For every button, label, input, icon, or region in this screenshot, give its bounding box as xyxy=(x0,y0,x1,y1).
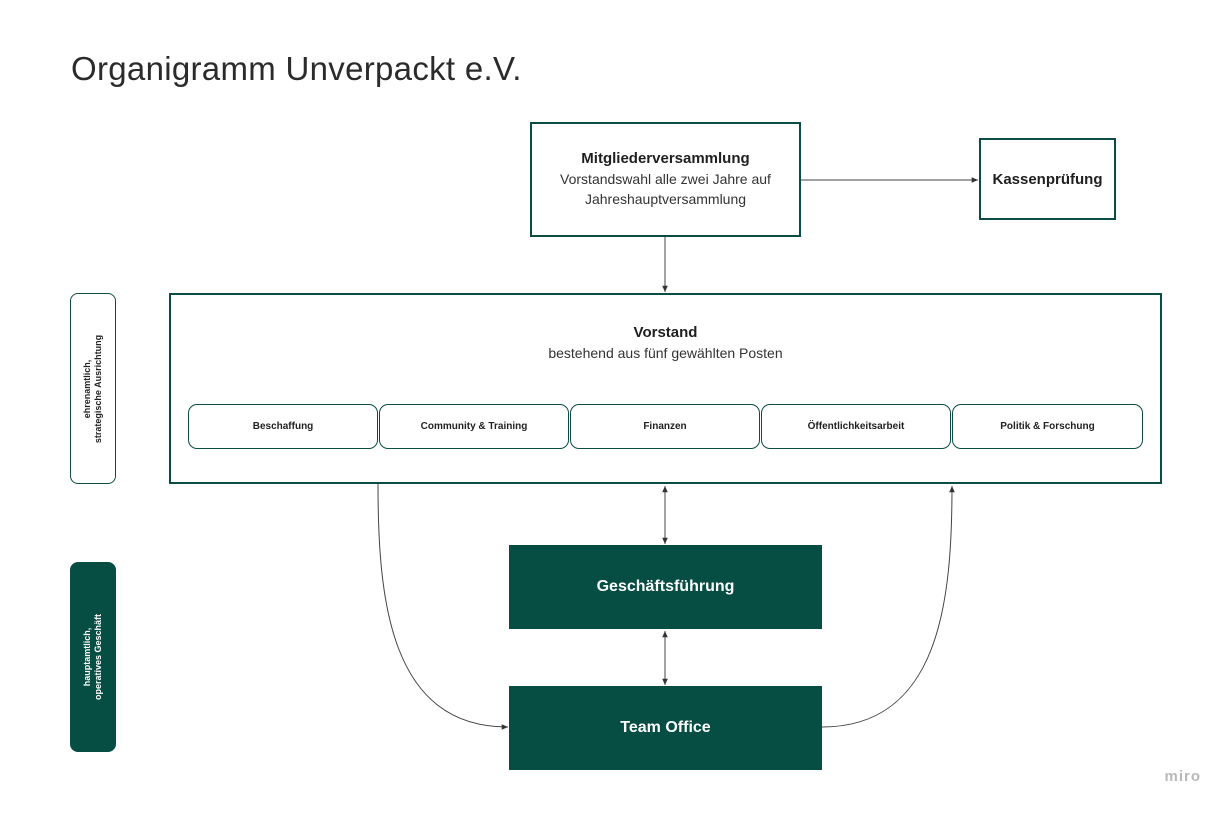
mitgliederversammlung-title: Mitgliederversammlung xyxy=(581,150,750,167)
side-label-ehrenamtlich-line1: ehrenamtlich, xyxy=(82,359,92,418)
side-label-hauptamtlich: hauptamtlich, operatives Geschäft xyxy=(70,562,116,752)
mitgliederversammlung-subtitle: Vorstandswahl alle zwei Jahre auf Jahres… xyxy=(560,171,771,207)
posten-finanzen: Finanzen xyxy=(570,404,760,449)
team-office-box: Team Office xyxy=(509,686,822,770)
side-label-hauptamtlich-line2: operatives Geschäft xyxy=(93,613,103,701)
posten-beschaffung: Beschaffung xyxy=(188,404,378,449)
vorstand-title: Vorstand xyxy=(633,324,698,341)
miro-watermark: miro xyxy=(1164,768,1201,785)
curve-vorstand-to-teamoffice xyxy=(377,483,509,730)
vorstand-box: Vorstand bestehend aus fünf gewählten Po… xyxy=(169,293,1162,484)
vorstand-subtitle: bestehend aus fünf gewählten Posten xyxy=(548,345,783,361)
side-label-ehrenamtlich: ehrenamtlich, strategische Ausrichtung xyxy=(70,293,116,484)
curve-teamoffice-to-vorstand xyxy=(821,485,955,728)
posten-community-training: Community & Training xyxy=(379,404,569,449)
posten-politik-forschung: Politik & Forschung xyxy=(952,404,1143,449)
mitgliederversammlung-box: Mitgliederversammlung Vorstandswahl alle… xyxy=(530,122,801,237)
geschaeftsfuehrung-box: Geschäftsführung xyxy=(509,545,822,629)
kassenpruefung-box: Kassenprüfung xyxy=(979,138,1116,220)
page-title: Organigramm Unverpackt e.V. xyxy=(71,50,522,87)
side-label-hauptamtlich-line1: hauptamtlich, xyxy=(82,627,92,687)
side-label-ehrenamtlich-line2: strategische Ausrichtung xyxy=(93,334,103,443)
posten-oeffentlichkeitsarbeit: Öffentlichkeitsarbeit xyxy=(761,404,951,449)
